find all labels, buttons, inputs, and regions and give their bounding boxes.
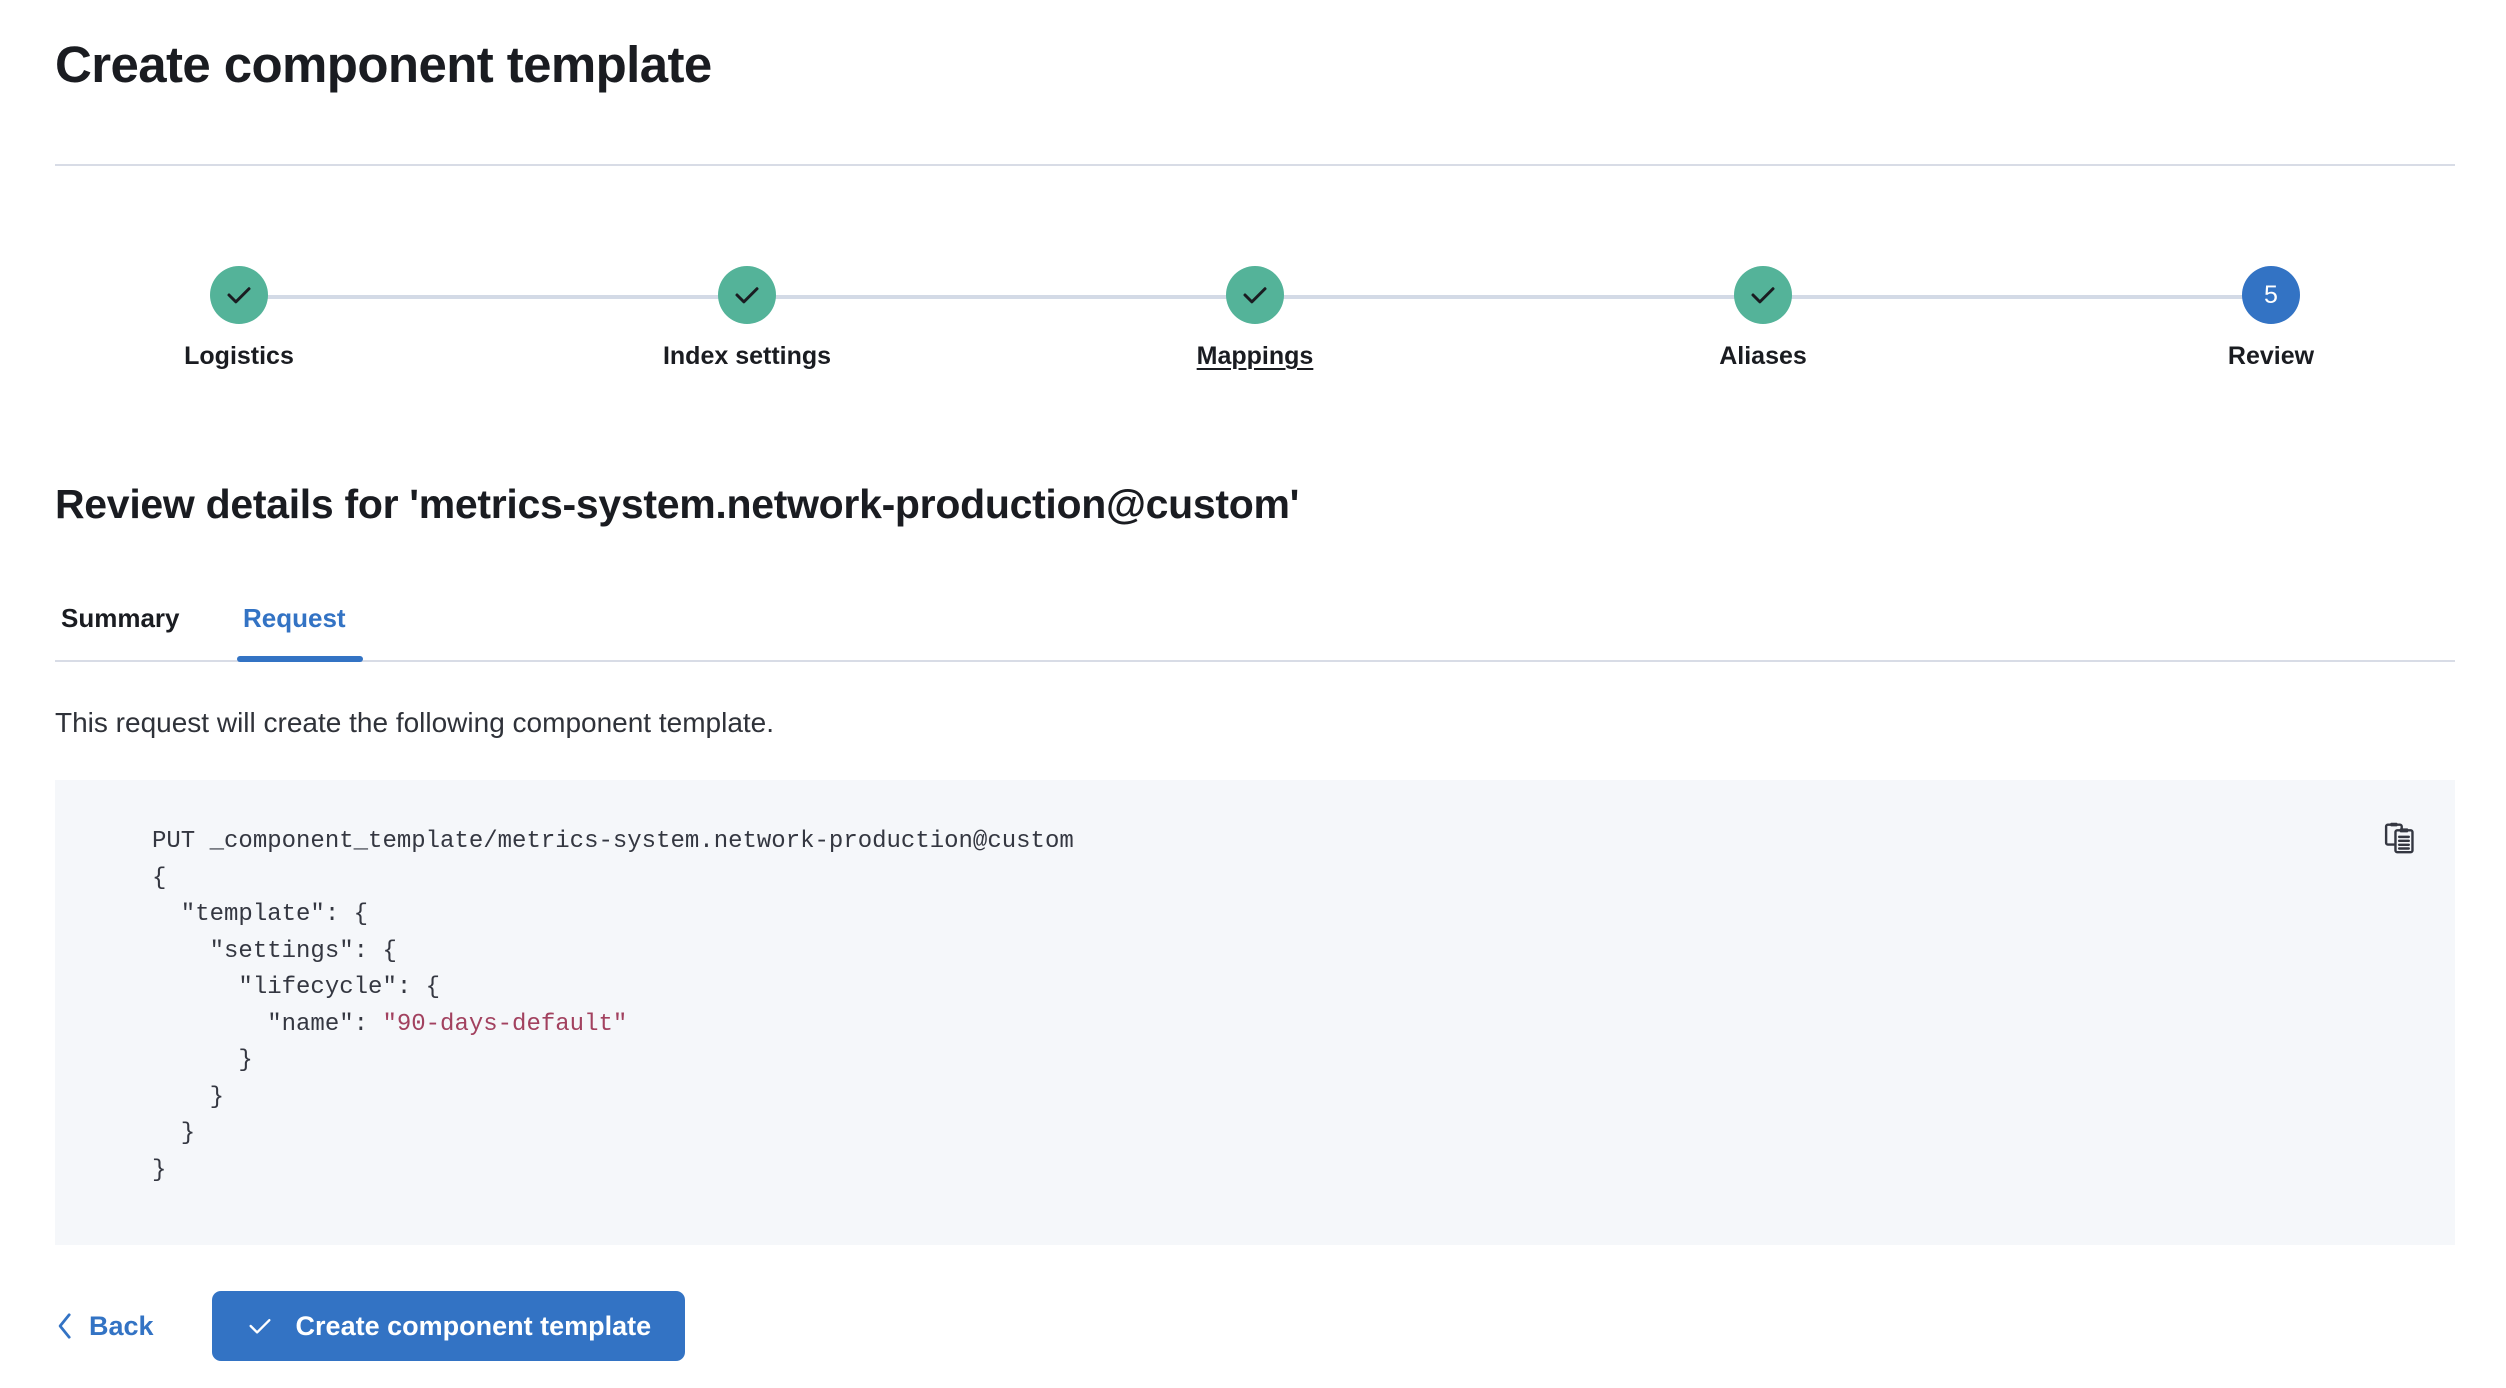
create-component-template-button-label: Create component template bbox=[295, 1310, 652, 1341]
request-code: PUT _component_template/metrics-system.n… bbox=[55, 824, 2455, 1189]
step-logistics[interactable]: Logistics bbox=[39, 250, 439, 371]
title-divider bbox=[55, 164, 2455, 166]
code-line-close-4: } bbox=[152, 1156, 167, 1184]
check-icon bbox=[732, 280, 762, 310]
request-code-block: PUT _component_template/metrics-system.n… bbox=[55, 780, 2455, 1245]
create-component-template-button[interactable]: Create component template bbox=[211, 1291, 686, 1361]
step-label: Logistics bbox=[184, 342, 294, 370]
footer-actions: Back Create component template bbox=[55, 1288, 686, 1364]
request-description: This request will create the following c… bbox=[55, 707, 775, 738]
code-line-template: "template": { bbox=[152, 901, 369, 928]
back-button[interactable]: Back bbox=[55, 1309, 154, 1343]
step-indicator-current: 5 bbox=[2242, 266, 2300, 324]
step-label: Aliases bbox=[1719, 342, 1807, 370]
wizard-stepper: Logistics Index settings Mappings bbox=[55, 250, 2455, 410]
check-icon bbox=[1240, 280, 1270, 310]
code-line-lifecycle: "lifecycle": { bbox=[152, 974, 441, 1001]
review-tabs: Summary Request bbox=[55, 600, 2455, 662]
copy-icon[interactable] bbox=[2378, 816, 2422, 860]
step-label: Review bbox=[2227, 342, 2315, 370]
tab-active-indicator bbox=[237, 656, 363, 662]
tab-request[interactable]: Request bbox=[237, 600, 352, 657]
review-details-heading: Review details for 'metrics-system.netwo… bbox=[55, 481, 1300, 527]
step-index-settings[interactable]: Index settings bbox=[547, 250, 947, 371]
code-line-method: PUT _component_template/metrics-system.n… bbox=[152, 828, 1074, 855]
tabs-divider bbox=[55, 660, 2455, 662]
page-title: Create component template bbox=[55, 36, 712, 93]
check-icon bbox=[246, 1312, 274, 1340]
code-line-close-1: } bbox=[152, 1047, 253, 1074]
code-line-open-brace: { bbox=[152, 864, 167, 892]
step-label: Index settings bbox=[662, 342, 832, 370]
tab-summary[interactable]: Summary bbox=[55, 600, 186, 657]
step-label[interactable]: Mappings bbox=[1196, 342, 1314, 370]
step-number: 5 bbox=[2264, 280, 2278, 309]
check-icon bbox=[224, 280, 254, 310]
step-mappings[interactable]: Mappings bbox=[1055, 250, 1455, 371]
step-indicator-complete bbox=[718, 266, 776, 324]
chevron-left-icon bbox=[55, 1312, 75, 1340]
check-icon bbox=[1748, 280, 1778, 310]
step-review[interactable]: 5 Review bbox=[2071, 250, 2471, 371]
step-indicator-complete bbox=[1226, 266, 1284, 324]
code-line-name-key: "name": bbox=[152, 1010, 383, 1038]
step-indicator-complete bbox=[1734, 266, 1792, 324]
back-button-label: Back bbox=[89, 1311, 154, 1341]
code-line-settings: "settings": { bbox=[152, 937, 397, 965]
code-line-close-3: } bbox=[152, 1120, 196, 1147]
step-aliases[interactable]: Aliases bbox=[1563, 250, 1963, 371]
code-line-close-2: } bbox=[152, 1083, 225, 1111]
code-line-name-value: "90-days-default" bbox=[382, 1010, 628, 1038]
step-indicator-complete bbox=[210, 266, 268, 324]
